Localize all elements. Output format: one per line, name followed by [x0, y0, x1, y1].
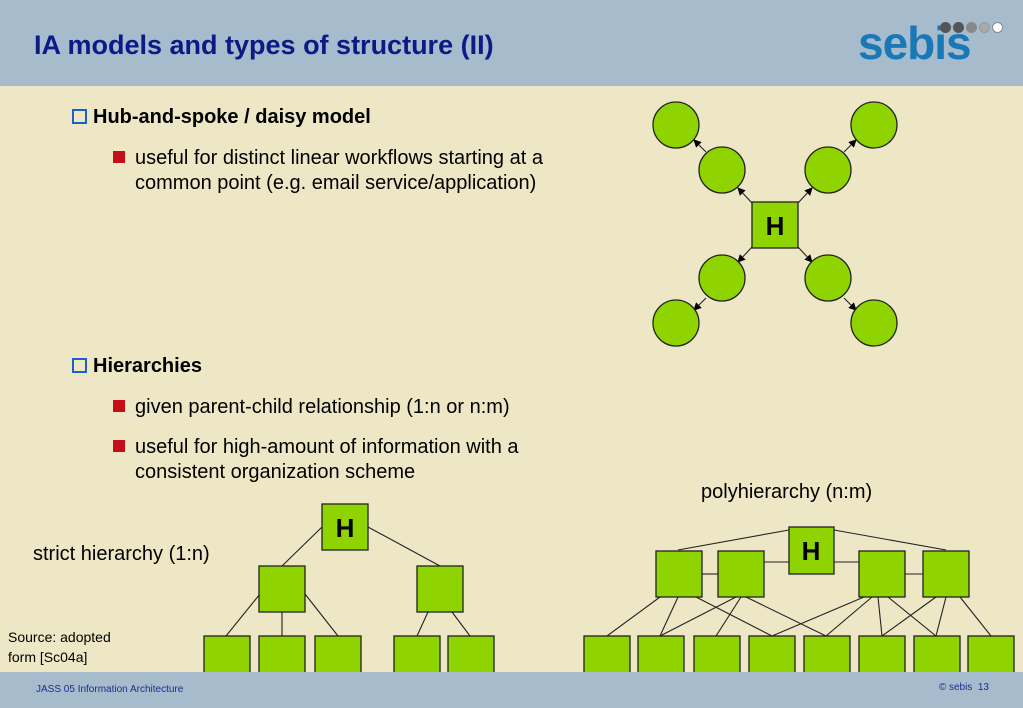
hub-node-label: H [766, 211, 785, 241]
poly-link [659, 596, 737, 637]
hub-link [737, 246, 753, 263]
polyhierarchy-diagram: H [583, 526, 1015, 683]
poly-link [881, 596, 937, 637]
bullet-text: useful for high-amount of information wi… [135, 436, 519, 483]
spoke-node [850, 299, 898, 347]
footer-copyright: © sebis 13 [939, 682, 989, 693]
slide-title: IA models and types of structure (II) [34, 30, 494, 60]
tree-node [416, 565, 464, 613]
strict-hierarchy-diagram: H [203, 503, 495, 683]
poly-link [715, 596, 742, 637]
spoke-link [843, 139, 857, 153]
hub-link [797, 187, 813, 204]
logo-dot [953, 22, 964, 33]
poly-node [922, 550, 970, 598]
tree-link [225, 593, 261, 637]
hub-spoke-diagram: H [652, 101, 898, 347]
tree-link [416, 611, 429, 637]
tree-link [367, 526, 441, 567]
poly-root-label: H [802, 536, 821, 566]
hub-link [737, 187, 753, 204]
logo-text: sebis [858, 17, 972, 69]
red-square-bullet-icon [113, 440, 125, 452]
spoke-link [843, 297, 857, 311]
poly-link [606, 596, 661, 637]
bullet-text: useful for distinct linear workflows sta… [135, 147, 543, 194]
poly-link [677, 529, 790, 551]
tree-link [304, 593, 339, 637]
spoke-link [693, 297, 707, 311]
poly-link [745, 596, 827, 637]
poly-link [877, 596, 883, 637]
hub-node [751, 201, 799, 249]
poly-link [887, 596, 937, 637]
section-heading-text: Hub-and-spoke / daisy model [93, 106, 371, 128]
poly-node [655, 550, 703, 598]
poly-root-node [788, 526, 835, 575]
spoke-node [804, 146, 852, 194]
source-note: Source: adopted form [Sc04a] [8, 629, 111, 665]
poly-link [771, 596, 865, 637]
sebis-logo: sebis [858, 18, 1008, 78]
logo-dot [940, 22, 951, 33]
spoke-node [652, 299, 700, 347]
tree-link [281, 526, 323, 567]
spoke-node [850, 101, 898, 149]
spoke-node [698, 146, 746, 194]
poly-node [717, 550, 765, 598]
page-number: 13 [977, 682, 989, 693]
strict-root-label: H [336, 513, 355, 543]
spoke-node [804, 254, 852, 302]
poly-node [858, 550, 906, 598]
hub-link [797, 246, 813, 263]
strict-hierarchy-label: strict hierarchy (1:n) [33, 543, 210, 565]
header-bar [0, 0, 1023, 86]
tree-node [258, 565, 306, 613]
poly-link [935, 596, 947, 637]
logo-dot [992, 22, 1003, 33]
hollow-square-icon [72, 358, 87, 373]
red-square-bullet-icon [113, 400, 125, 412]
section-heading-hub: Hub-and-spoke / daisy model [72, 106, 371, 129]
footer-course: JASS 05 Information Architecture [36, 684, 184, 695]
footer-bar [0, 672, 1023, 708]
tree-link [451, 611, 471, 637]
logo-dot [966, 22, 977, 33]
logo-dots [940, 22, 1003, 33]
section-heading-hierarchies: Hierarchies [72, 355, 202, 378]
spoke-node [698, 254, 746, 302]
spoke-node [652, 101, 700, 149]
spoke-link [693, 139, 707, 153]
bullet-text: given parent-child relationship (1:n or … [135, 396, 510, 418]
logo-dot [979, 22, 990, 33]
poly-link [659, 596, 679, 637]
poly-link [695, 596, 773, 637]
footer-copyright-text: © sebis [938, 682, 973, 693]
section-heading-text: Hierarchies [93, 355, 202, 377]
strict-root-node [321, 503, 369, 551]
poly-link [959, 596, 992, 637]
hollow-square-icon [72, 109, 87, 124]
poly-link [825, 596, 873, 637]
polyhierarchy-label: polyhierarchy (n:m) [701, 481, 873, 503]
poly-link [833, 529, 947, 551]
red-square-bullet-icon [113, 151, 125, 163]
